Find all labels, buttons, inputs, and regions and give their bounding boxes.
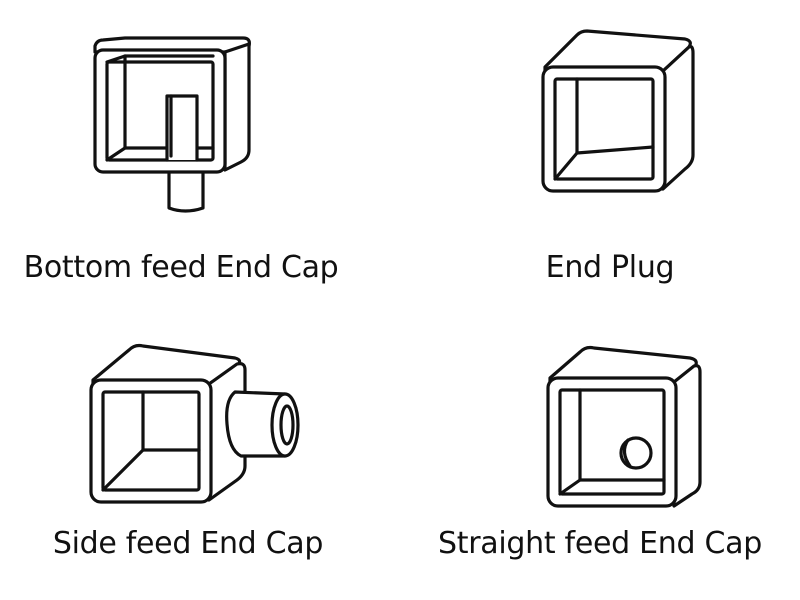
- straight-feed-end-cap-icon: [546, 345, 702, 508]
- side-feed-end-cap-icon: [89, 343, 300, 504]
- part-label: Straight feed End Cap: [438, 526, 762, 561]
- bottom-feed-end-cap-icon: [93, 36, 251, 213]
- part-label: Bottom feed End Cap: [23, 250, 339, 285]
- part-label: Side feed End Cap: [52, 526, 324, 561]
- end-plug-icon: [541, 29, 695, 193]
- part-label: End Plug: [545, 250, 675, 285]
